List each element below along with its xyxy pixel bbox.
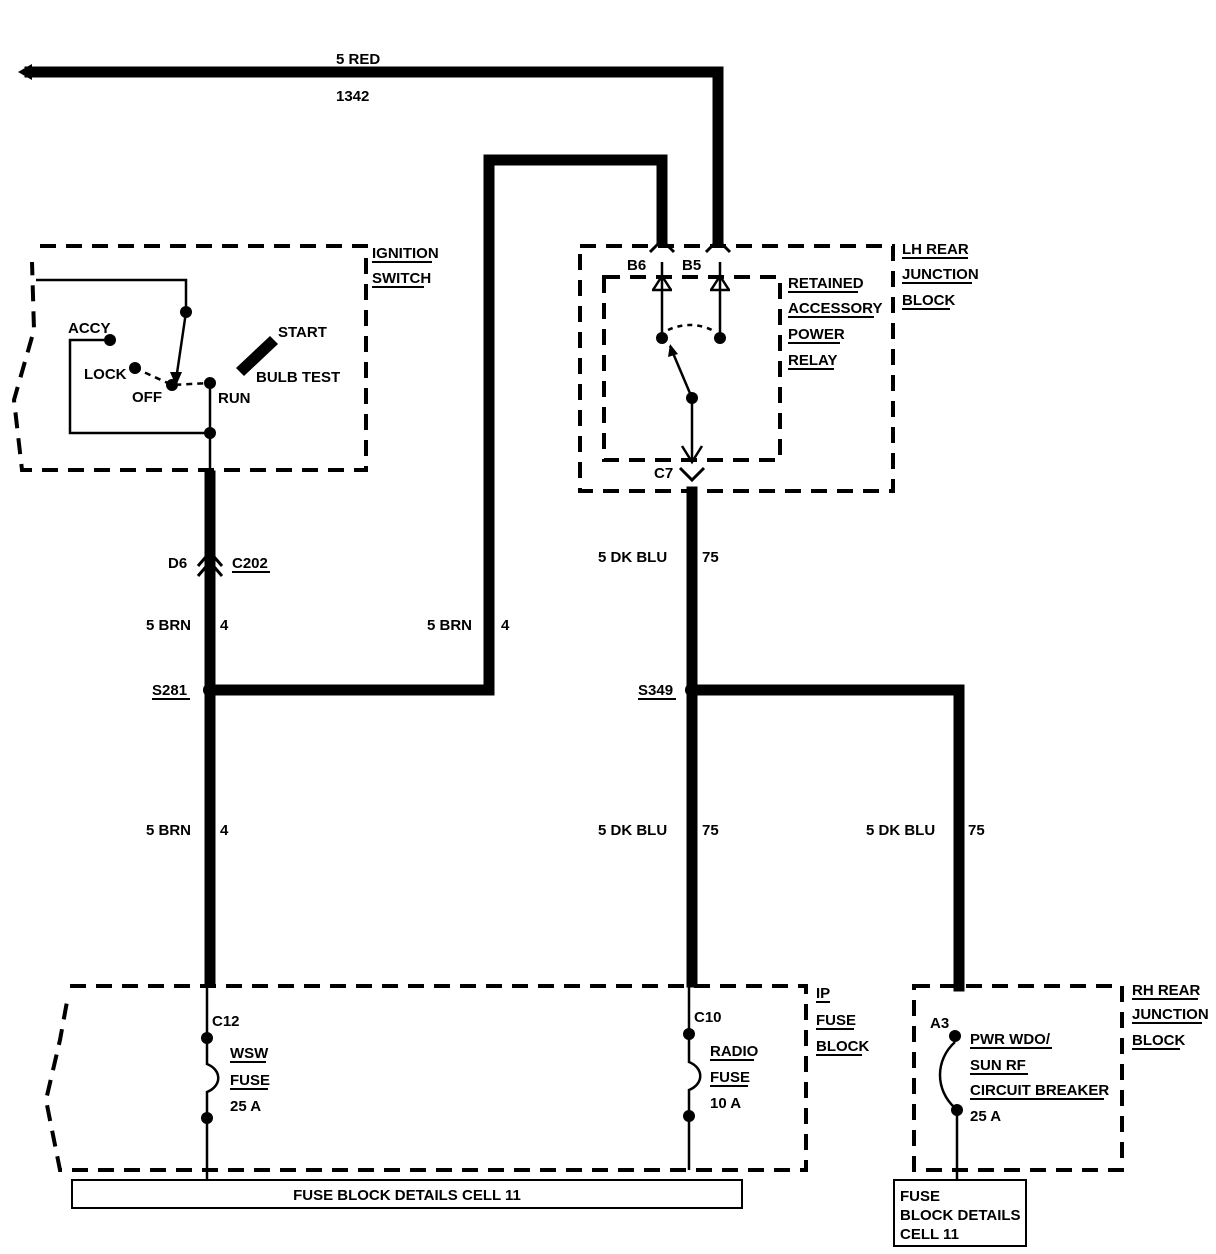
brn-mid-color: 5 BRN bbox=[427, 617, 472, 634]
ignition-bulb-test-label: BULB TEST bbox=[256, 369, 340, 386]
relay-name-3: POWER bbox=[788, 326, 845, 343]
c202-connector-label: C202 bbox=[232, 555, 268, 572]
radio-fuse-name-2: FUSE bbox=[710, 1069, 750, 1086]
dkblu-right-circuit: 75 bbox=[968, 822, 985, 839]
dkblu-lower-color: 5 DK BLU bbox=[598, 822, 667, 839]
lh-junction-title-3: BLOCK bbox=[902, 292, 955, 309]
pin-c10-label: C10 bbox=[694, 1009, 722, 1026]
ignition-lock-label: LOCK bbox=[84, 366, 127, 383]
circuit-breaker-name-3: CIRCUIT BREAKER bbox=[970, 1082, 1109, 1099]
ip-fuse-block-title-2: FUSE bbox=[816, 1012, 856, 1029]
wsw-fuse-rating: 25 A bbox=[230, 1098, 261, 1115]
lh-junction-title-1: LH REAR bbox=[902, 241, 969, 258]
splice-s349-label: S349 bbox=[638, 682, 673, 699]
lh-rear-junction-block: LH REAR JUNCTION BLOCK B6 B5 C7 RETAINED… bbox=[578, 237, 979, 493]
fuse-details-box-line-1: FUSE bbox=[900, 1188, 940, 1205]
brn-wire-to-b6 bbox=[204, 154, 668, 696]
dkblu-lower-circuit: 75 bbox=[702, 822, 719, 839]
relay-name-4: RELAY bbox=[788, 352, 837, 369]
top-wire-color-label: 5 RED bbox=[336, 51, 380, 68]
rh-junction-title-3: BLOCK bbox=[1132, 1032, 1185, 1049]
wsw-fuse-name-2: FUSE bbox=[230, 1072, 270, 1089]
fuse-details-bar[interactable]: FUSE BLOCK DETAILS CELL 11 bbox=[71, 1179, 743, 1209]
fuse-details-box-line-3: CELL 11 bbox=[900, 1226, 959, 1243]
ignition-off-label: OFF bbox=[132, 389, 162, 406]
dkblu-upper-color: 5 DK BLU bbox=[598, 549, 667, 566]
radio-fuse-name-1: RADIO bbox=[710, 1043, 759, 1060]
fuse-details-bar-label: FUSE BLOCK DETAILS CELL 11 bbox=[293, 1187, 521, 1204]
pin-b5-label: B5 bbox=[682, 257, 701, 274]
brn-upper-left-color: 5 BRN bbox=[146, 617, 191, 634]
wsw-fuse-name-1: WSW bbox=[230, 1045, 269, 1062]
wsw-fuse-element-icon bbox=[205, 1038, 220, 1118]
relay-name-2: ACCESSORY bbox=[788, 300, 882, 317]
ip-fuse-block: IP FUSE BLOCK C12 WSW FUSE 25 A C10 RADI… bbox=[43, 982, 869, 1180]
ip-fuse-block-title-1: IP bbox=[816, 985, 830, 1002]
top-red-wire: 5 RED 1342 bbox=[18, 51, 724, 246]
circuit-breaker-name-1: PWR WDO/ bbox=[970, 1031, 1051, 1048]
brn-wire-left: D6 C202 5 BRN 4 S281 5 BRN 4 bbox=[146, 470, 270, 988]
rh-junction-title-1: RH REAR bbox=[1132, 982, 1201, 999]
top-wire-circuit-label: 1342 bbox=[336, 88, 369, 105]
ignition-run-label: RUN bbox=[218, 390, 251, 407]
dkblu-wires: 5 DK BLU 75 S349 5 DK BLU 75 5 DK BLU 75 bbox=[598, 486, 985, 992]
fuse-details-box[interactable]: FUSE BLOCK DETAILS CELL 11 bbox=[893, 1179, 1027, 1247]
brn-lower-left-color: 5 BRN bbox=[146, 822, 191, 839]
relay-name-1: RETAINED bbox=[788, 275, 864, 292]
radio-fuse-element-icon bbox=[687, 1034, 702, 1116]
dkblu-right-color: 5 DK BLU bbox=[866, 822, 935, 839]
ignition-switch: IGNITION SWITCH ACCY LOCK OFF RUN START … bbox=[11, 244, 439, 472]
ip-fuse-block-title-3: BLOCK bbox=[816, 1038, 869, 1055]
circuit-breaker-element-icon bbox=[938, 1041, 956, 1109]
c202-pin-label: D6 bbox=[168, 555, 187, 572]
start-position-contact-icon bbox=[236, 336, 278, 376]
circuit-breaker-rating: 25 A bbox=[970, 1108, 1001, 1125]
pin-c12-label: C12 bbox=[212, 1013, 240, 1030]
brn-lower-left-circuit: 4 bbox=[220, 822, 229, 839]
radio-fuse-rating: 10 A bbox=[710, 1095, 741, 1112]
ignition-switch-title-1: IGNITION bbox=[372, 245, 439, 262]
rh-rear-junction-block: RH REAR JUNCTION BLOCK A3 PWR WDO/ SUN R… bbox=[912, 982, 1209, 1180]
fuse-details-box-line-2: BLOCK DETAILS bbox=[900, 1207, 1021, 1224]
ignition-start-label: START bbox=[278, 324, 327, 341]
ignition-switch-title-2: SWITCH bbox=[372, 270, 431, 287]
brn-upper-left-circuit: 4 bbox=[220, 617, 229, 634]
pin-c7-label: C7 bbox=[654, 465, 673, 482]
pin-a3-label: A3 bbox=[930, 1015, 949, 1032]
rh-junction-title-2: JUNCTION bbox=[1132, 1006, 1209, 1023]
wire-continuation-arrow-icon bbox=[18, 64, 32, 80]
dkblu-upper-circuit: 75 bbox=[702, 549, 719, 566]
pin-b6-label: B6 bbox=[627, 257, 646, 274]
ignition-accy-label: ACCY bbox=[68, 320, 111, 337]
circuit-breaker-name-2: SUN RF bbox=[970, 1057, 1026, 1074]
splice-s281-label: S281 bbox=[152, 682, 187, 699]
lh-junction-title-2: JUNCTION bbox=[902, 266, 979, 283]
brn-mid-circuit: 4 bbox=[501, 617, 510, 634]
